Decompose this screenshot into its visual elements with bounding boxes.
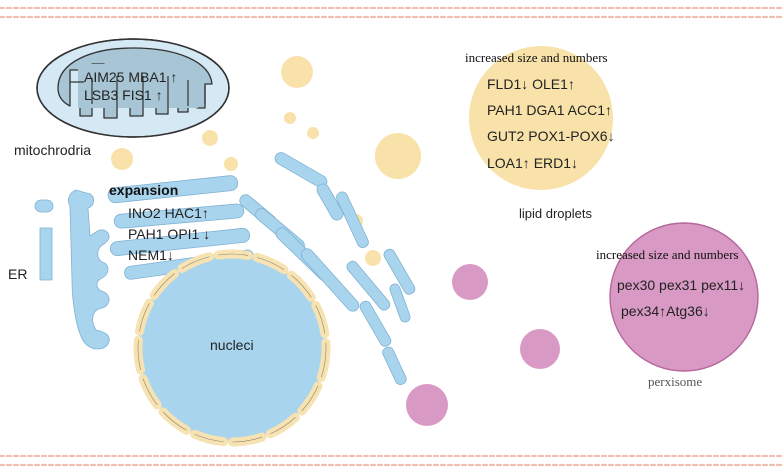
plasma-membrane-top (0, 6, 782, 21)
perox-row2: pex34↑Atg36↓ (621, 303, 710, 319)
lipid-row2: PAH1 DGA1 ACC1↑ (487, 102, 612, 118)
er-label: ER (8, 266, 27, 282)
peroxisome-small (406, 264, 560, 426)
lipid-header: increased size and numbers (465, 50, 608, 65)
er-genes-row2: PAH1 OPI1 ↓ (128, 226, 210, 242)
mitochondria-label: mitochrodria (14, 142, 91, 158)
peroxisome-large (609, 222, 759, 372)
er-genes-row3: NEM1↓ (128, 247, 174, 263)
lipid-droplet-small (111, 56, 421, 266)
perox-header: increased size and numbers (596, 247, 739, 262)
lipid-row1: FLD1↓ OLE1↑ (487, 76, 575, 92)
er-genes-row1: INO2 HAC1↑ (128, 205, 209, 221)
nucleus (133, 249, 331, 447)
mitochondrion (36, 38, 230, 138)
er-expansion-title: expansion (109, 182, 178, 198)
mito-genes-row2: LSB3 FIS1 ↑ (84, 87, 163, 103)
peroxisome-label: perxisome (648, 374, 702, 389)
lipid-row3: GUT2 POX1-POX6↓ (487, 128, 615, 144)
nucleus-label: nucleci (210, 337, 254, 353)
plasma-membrane-bottom (0, 454, 782, 467)
perox-row1: pex30 pex31 pex11↓ (617, 277, 745, 293)
lipid-droplets-label: lipid droplets (519, 206, 592, 221)
lipid-row4: LOA1↑ ERD1↓ (487, 155, 578, 171)
mito-genes-row1: AIM25 MBA1 ↑ (84, 69, 177, 85)
lipid-droplet-large (469, 46, 613, 190)
